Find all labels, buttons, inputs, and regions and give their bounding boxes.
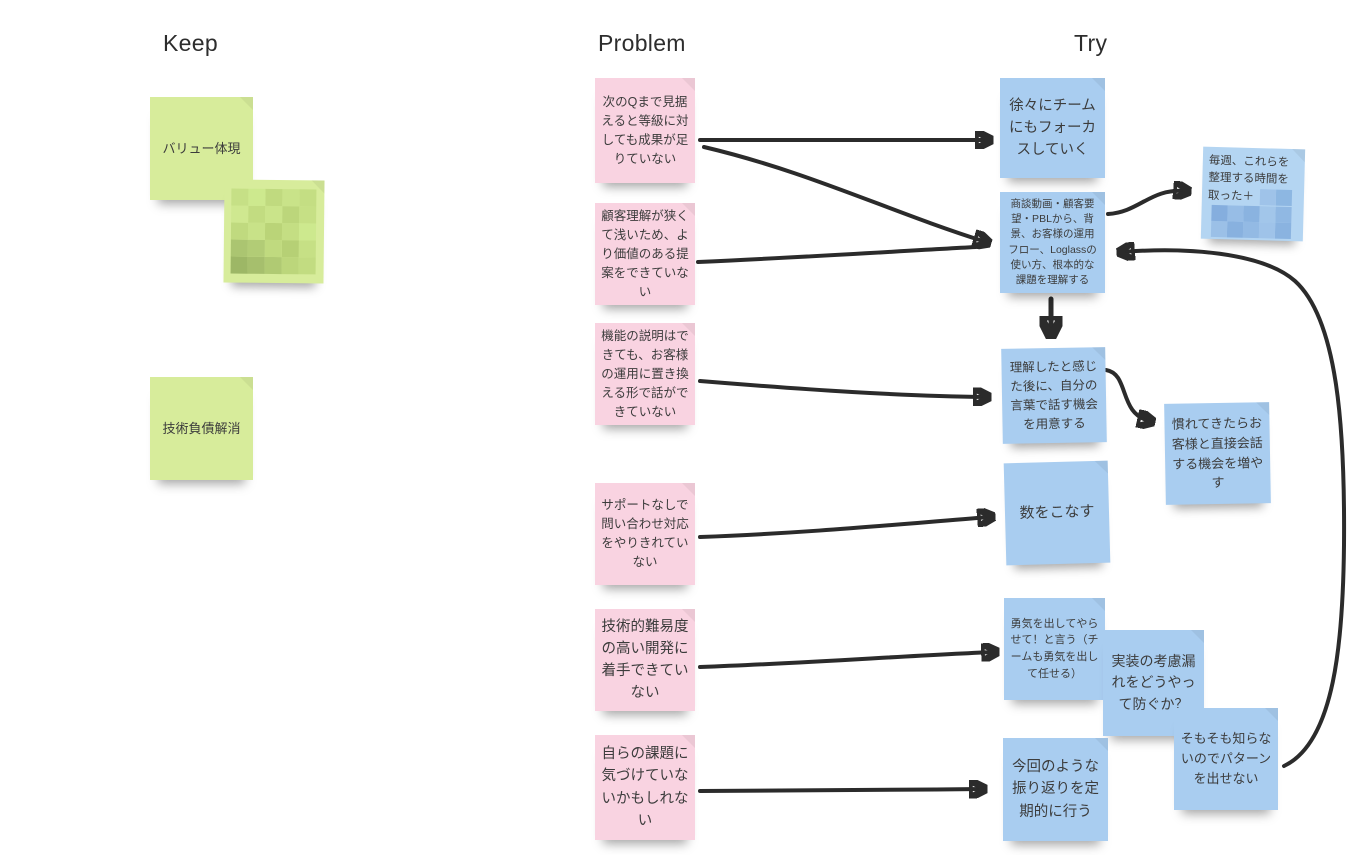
column-header-problem[interactable]: Problem [598, 30, 686, 56]
note-try-understand-customer[interactable]: 商談動画・顧客要望・PBLから、背景、お客様の運用フロー、Loglassの使い方… [1000, 192, 1105, 293]
note-problem-awareness[interactable]: 自らの課題に気づけていないかもしれない [595, 735, 695, 840]
connector-awareness-to-retrospective[interactable] [698, 789, 982, 791]
redacted-pixelation [1259, 189, 1277, 206]
note-text: バリュー体現 [162, 140, 241, 156]
note-problem-grade[interactable]: 次のQまで見据えると等級に対しても成果が足りていない [595, 78, 695, 183]
note-text: 勇気を出してやらせて！と言う（チームも勇気を出して任せる） [1010, 617, 1099, 680]
note-try-own-words[interactable]: 理解したと感じた後に、自分の言葉で話す機会を用意する [1001, 347, 1107, 444]
note-try-team-focus[interactable]: 徐々にチームにもフォーカスしていく [1000, 78, 1105, 178]
redacted-pixelation [231, 188, 249, 206]
note-problem-customer-understanding[interactable]: 顧客理解が狭くて浅いため、より価値のある提案をできていない [595, 203, 695, 305]
note-text: 数をこなす [1019, 502, 1095, 522]
redacted-pixelation [1211, 204, 1228, 222]
note-try-courage[interactable]: 勇気を出してやらせて！と言う（チームも勇気を出して任せる） [1004, 598, 1105, 700]
note-text: 技術的難易度の高い開発に着手できていない [601, 618, 689, 702]
note-try-retrospective[interactable]: 今回のような振り返りを定期的に行う [1003, 738, 1108, 841]
note-text: 自らの課題に気づけていないかもしれない [601, 746, 689, 829]
connector-difficulty-to-courage[interactable] [698, 652, 994, 669]
note-problem-difficulty[interactable]: 技術的難易度の高い開発に着手できていない [595, 609, 695, 711]
column-header-keep[interactable]: Keep [163, 30, 218, 56]
note-try-volume[interactable]: 数をこなす [1003, 460, 1111, 566]
connector-feature-to-own-words[interactable] [698, 379, 986, 397]
note-text: 徐々にチームにもフォーカスしていく [1009, 97, 1096, 159]
note-text: そもそも知らないのでパターンを出せない [1180, 731, 1272, 786]
connector-support-to-volume[interactable] [698, 517, 990, 539]
connector-own-words-to-direct-talk[interactable] [1104, 368, 1150, 421]
note-text: 慣れてきたらお客様と直接会話する機会を増やす [1171, 415, 1264, 491]
note-problem-feature-explanation[interactable]: 機能の説明はできても、お客様の運用に置き換える形で話ができていない [595, 323, 695, 425]
connector-understand-to-weekly[interactable] [1106, 191, 1186, 216]
connector-customer-to-understand[interactable] [696, 245, 978, 264]
note-text: 今回のような振り返りを定期的に行う [1012, 759, 1099, 820]
note-text: 実装の考慮漏れをどうやって防ぐか？ [1111, 653, 1196, 712]
note-text: 顧客理解が狭くて浅いため、より価値のある提案をできていない [601, 208, 689, 299]
note-text: 次のQまで見据えると等級に対しても成果が足りていない [601, 94, 689, 166]
column-header-try[interactable]: Try [1074, 30, 1108, 56]
note-problem-support[interactable]: サポートなしで問い合わせ対応をやりきれていない [595, 483, 695, 585]
note-keep-redacted[interactable] [223, 179, 325, 284]
note-text: 商談動画・顧客要望・PBLから、背景、お客様の運用フロー、Loglassの使い方… [1008, 197, 1097, 286]
note-text: 理解したと感じた後に、自分の言葉で話す機会を用意する [1009, 358, 1099, 432]
connector-grade-to-understand[interactable] [702, 145, 986, 242]
note-text: 技術負債解消 [162, 420, 241, 436]
note-try-weekly-time[interactable]: 毎週、これらを整理する時間を取った＋ [1200, 146, 1306, 242]
note-text: サポートなしで問い合わせ対応をやりきれていない [601, 498, 689, 569]
note-keep-tech-debt[interactable]: 技術負債解消 [150, 377, 253, 480]
note-try-direct-talk[interactable]: 慣れてきたらお客様と直接会話する機会を増やす [1164, 402, 1271, 505]
note-text: 機能の説明はできても、お客様の運用に置き換える形で話ができていない [601, 328, 689, 419]
note-text: 毎週、これらを整理する時間を取った＋ [1207, 154, 1290, 203]
note-try-patterns[interactable]: そもそも知らないのでパターンを出せない [1174, 708, 1278, 810]
